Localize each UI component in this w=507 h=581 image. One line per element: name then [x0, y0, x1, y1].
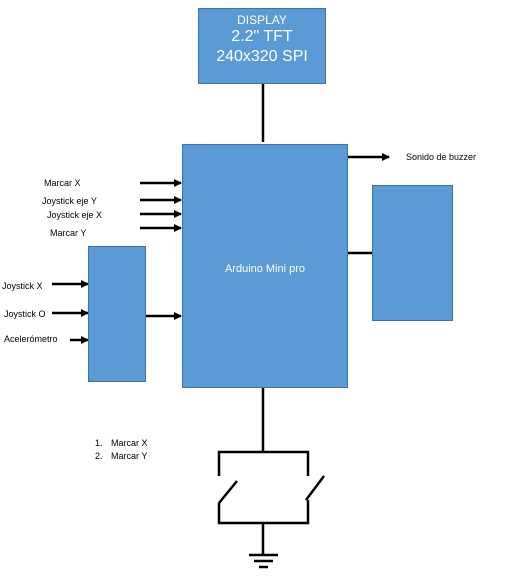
- display-resolution: 240x320 SPI: [216, 48, 308, 65]
- legend-list: Marcar X Marcar Y: [85, 437, 148, 463]
- input-label-marcar-x: Marcar X: [44, 178, 81, 188]
- side-module-box: [372, 185, 453, 321]
- arduino-label: Arduino Mini pro: [224, 263, 306, 275]
- legend-item: Marcar Y: [105, 450, 148, 463]
- left-label-accelerometer: Acelerómetro: [4, 334, 58, 344]
- switch-1: [218, 480, 238, 504]
- switch-frame: [217, 450, 310, 476]
- switch-2: [305, 475, 325, 501]
- arduino-box: Arduino Mini pro: [182, 144, 348, 388]
- input-label-marcar-y: Marcar Y: [50, 228, 87, 238]
- legend-item: Marcar X: [105, 437, 148, 450]
- input-label-joystick-y: Joystick eje Y: [42, 196, 97, 206]
- display-size: 2.2" TFT: [231, 28, 293, 45]
- display-box: DISPLAY 2.2" TFT 240x320 SPI: [198, 8, 326, 84]
- input-label-joystick-x: Joystick eje X: [47, 210, 103, 220]
- sensor-module-box: [88, 246, 146, 382]
- left-label-joystick-o: Joystick O: [4, 309, 46, 319]
- buzzer-label: Sonido de buzzer: [406, 152, 477, 162]
- switch-frame-bottom: [217, 500, 310, 525]
- left-label-joystick-x: Joystick X: [2, 281, 43, 291]
- display-title: DISPLAY: [237, 13, 287, 27]
